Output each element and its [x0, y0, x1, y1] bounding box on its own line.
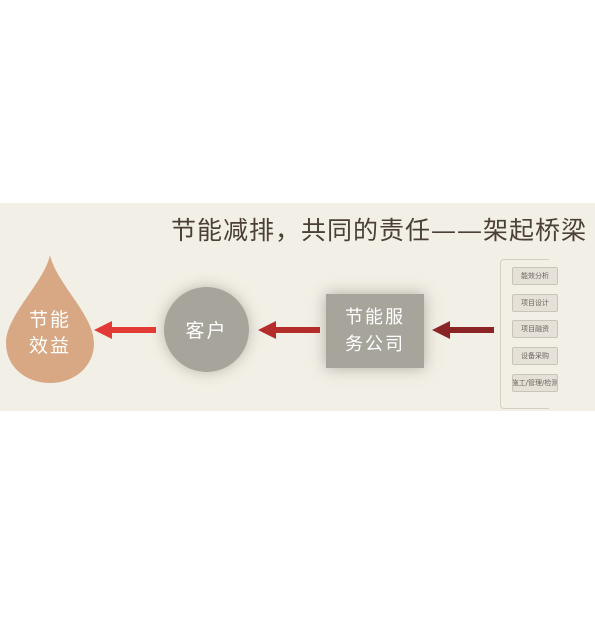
- service-company-label-line2: 务公司: [345, 334, 405, 355]
- task-item: 项目设计: [512, 294, 558, 312]
- arrow-left-icon: [258, 321, 320, 339]
- benefit-label-line2: 效益: [28, 335, 71, 357]
- task-item: 能效分析: [512, 267, 558, 285]
- service-company-node: 节能服 务公司: [326, 294, 424, 368]
- task-item: 设备采购: [512, 347, 558, 365]
- client-node: 客户: [164, 287, 249, 372]
- headline: 节能减排，共同的责任——架起桥梁: [170, 216, 587, 245]
- service-company-label-line1: 节能服: [345, 307, 405, 328]
- arrow-left-icon: [94, 321, 156, 339]
- task-item: 项目融资: [512, 320, 558, 338]
- benefit-label-line1: 节能: [28, 309, 71, 331]
- benefit-label: 节能 效益: [4, 307, 96, 359]
- banner: 节能减排，共同的责任——架起桥梁 能效分析 项目设计 项目融资 设备采购 施工/…: [0, 203, 595, 411]
- task-panel-bracket: [500, 259, 549, 409]
- arrow-left-icon: [432, 321, 494, 339]
- task-item: 施工/管理/检测: [512, 374, 558, 392]
- water-drop-icon: [6, 255, 94, 383]
